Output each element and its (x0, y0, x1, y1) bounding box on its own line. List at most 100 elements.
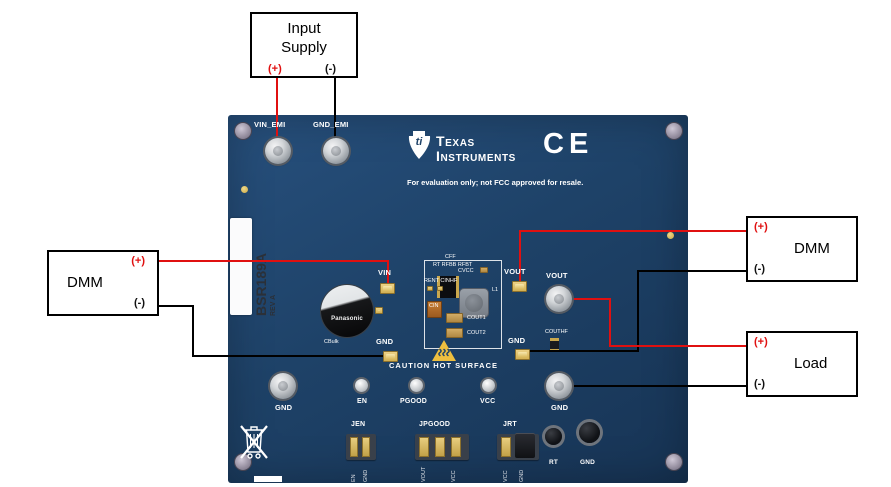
weee-bin-icon (240, 424, 268, 467)
vin-pad-label: VIN (378, 268, 392, 277)
vcc-label: VCC (480, 398, 496, 405)
gnd-left-connector-label: GND (275, 403, 293, 412)
fiducial-left (241, 186, 248, 193)
wire-dmm-left-negative-v (192, 305, 194, 357)
jen-pin1-label: EN (351, 474, 357, 482)
gnd-out-connector-label: GND (551, 403, 569, 412)
screw-bottom-left (235, 454, 251, 470)
screw-top-left (235, 123, 251, 139)
board-model: BSR189A (253, 252, 269, 316)
cout2-capacitor (446, 328, 463, 338)
cout2-label: COUT2 (467, 330, 486, 336)
wire-load-negative-h (564, 385, 746, 387)
l1-label: L1 (492, 287, 499, 293)
evaluation-board (228, 115, 688, 483)
dmm-right-minus: (-) (754, 263, 765, 275)
gnd-jack (579, 422, 600, 443)
jpgood-pin1-label: VOUT (421, 466, 427, 482)
couthf-label: COUTHF (545, 329, 568, 335)
jpgood-pin-2 (435, 437, 445, 457)
cbulk-label: CBulk (324, 339, 339, 345)
en-testpoint (355, 379, 368, 392)
wire-dmm-left-negative-h2 (192, 355, 390, 357)
cout1-capacitor (446, 313, 463, 323)
vcc-testpoint (482, 379, 495, 392)
screw-bottom-right (666, 454, 682, 470)
input-supply-box: Input Supply (+) (-) (250, 12, 358, 78)
vout-pad-label: VOUT (504, 267, 526, 276)
wire-input-positive (276, 77, 278, 151)
dmm-right-label: DMM (794, 240, 830, 257)
load-box: (+) Load (-) (746, 331, 858, 397)
rt-jack (545, 428, 562, 445)
screw-top-right (666, 123, 682, 139)
jpgood-pin-1 (419, 437, 429, 457)
cvcc-label: CVCC (458, 268, 474, 274)
cvcc-capacitor (480, 267, 488, 273)
board-revision: REV A (270, 294, 277, 316)
cinhf-pad (437, 286, 443, 291)
jrt-pin1-label: VCC (503, 470, 509, 482)
load-minus: (-) (754, 378, 765, 390)
jpgood-pin-3 (451, 437, 461, 457)
wire-dmm-right-positive-v (519, 230, 521, 283)
jen-pin-2 (362, 437, 370, 457)
gnd-left-pad (383, 351, 398, 362)
wire-dmm-right-negative-v (637, 270, 639, 352)
white-label-sticker (230, 218, 252, 315)
jrt-shunt-jumper (515, 433, 535, 458)
weee-underline-bar (254, 476, 282, 482)
cout1-label: COUT1 (467, 315, 486, 321)
jen-pin2-label: GND (363, 469, 369, 482)
dmm-left-minus: (-) (134, 297, 145, 309)
logo-texas: Texas (436, 133, 475, 149)
wire-input-negative (334, 77, 336, 151)
jrt-label: JRT (503, 421, 517, 428)
dmm-right-plus: (+) (754, 221, 768, 233)
jrt-pin-1 (501, 437, 511, 457)
pgood-testpoint (410, 379, 423, 392)
caution-text: CAUTION HOT SURFACE (389, 361, 498, 370)
jrt-pin2-label: GND (519, 469, 525, 482)
jen-pin-1 (350, 437, 358, 457)
wire-dmm-right-negative-h2 (522, 350, 639, 352)
pad-near-cbulk (375, 307, 383, 314)
input-supply-label: Input Supply (281, 20, 327, 56)
capacitor-brand: Panasonic (331, 316, 363, 322)
logo-instruments: Instruments (436, 148, 516, 164)
wire-load-positive-h1 (609, 345, 746, 347)
gnd-out-connector (546, 373, 572, 399)
vin-emi-label: VIN_EMI (254, 120, 286, 129)
load-plus: (+) (754, 336, 768, 348)
vout-connector (546, 286, 572, 312)
jpgood-label: JPGOOD (419, 421, 451, 428)
input-supply-plus: (+) (268, 63, 282, 75)
gnd-right-pad (515, 349, 530, 360)
gnd-right-pad-label: GND (508, 336, 526, 345)
dmm-left-label: DMM (67, 274, 103, 291)
bulk-capacitor: Panasonic (321, 285, 373, 337)
wire-dmm-left-negative-h1 (159, 305, 194, 307)
wire-load-positive-h2 (564, 298, 611, 300)
rent-pad (427, 286, 433, 291)
rent-cinhf-label: RENT CINHF (424, 278, 458, 284)
wire-dmm-right-negative-h1 (637, 270, 746, 272)
wire-dmm-right-positive-h (520, 230, 746, 232)
load-label: Load (794, 355, 828, 372)
wire-dmm-left-positive-v (387, 260, 389, 286)
vin-emi-connector (265, 138, 291, 164)
wire-dmm-left-positive-h (159, 260, 389, 262)
rt-label: RT (549, 459, 559, 466)
ce-mark: CE (543, 128, 594, 160)
dmm-right-box: (+) DMM (-) (746, 216, 858, 282)
ti-logo-icon: ti (407, 130, 431, 165)
wire-load-positive-v (609, 298, 611, 347)
cin-label: CIN (429, 303, 439, 309)
fcc-disclaimer: For evaluation only; not FCC approved fo… (407, 178, 584, 187)
vin-pad (380, 283, 395, 294)
rt-rfbb-rfbt-label: RT RFBB RFBT (433, 262, 473, 268)
jen-label: JEN (351, 421, 366, 428)
gnd-emi-label: GND_EMI (313, 120, 349, 129)
dmm-left-plus: (+) (131, 255, 145, 267)
